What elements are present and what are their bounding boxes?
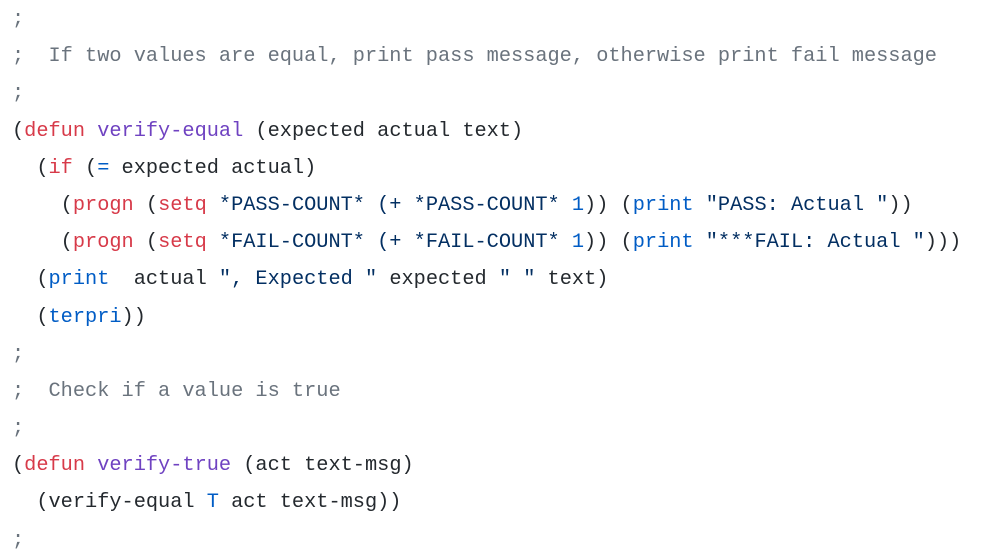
text-token: text) [535,268,609,292]
text-token: actual [109,268,219,292]
function-name-token: verify-true [97,454,232,478]
comment-token: ; [12,8,25,31]
keyword-token: setq [158,193,207,217]
text-token: ( [12,231,73,255]
number-token: 1 [571,231,585,255]
code-line: (if (= expected actual) [12,150,961,187]
builtin-token: = [97,156,110,180]
comment-token: ; Check if a value is true [12,379,341,403]
string-token: *FAIL-COUNT* (+ *FAIL-COUNT* [206,231,572,255]
function-name-token: verify-equal [97,119,244,143]
text-token: ( [12,156,49,180]
text-token: ( [72,156,98,180]
string-token: ", Expected " [218,268,378,292]
code-line: (progn (setq *FAIL-COUNT* (+ *FAIL-COUNT… [12,224,962,261]
text-token [85,120,97,143]
text-token: (verify-equal [12,491,207,515]
comment-token: ; [12,528,25,552]
text-token: expected actual) [109,156,317,180]
code-line: ; [12,336,961,373]
builtin-token: terpri [48,305,122,329]
code-line: (print actual ", Expected " expected " "… [12,261,961,298]
code-line: (verify-equal T act text-msg)) [12,484,961,521]
text-token: )) ( [584,193,633,217]
text-token [85,454,97,477]
comment-token: ; [12,82,25,106]
comment-token: ; [12,342,25,366]
string-token: "PASS: Actual " [693,193,889,217]
text-token: (expected actual text) [243,119,524,143]
code-line: ; [12,75,961,112]
code-line: (defun verify-equal (expected actual tex… [12,113,961,150]
string-token: " " [498,268,536,292]
keyword-token: if [48,156,73,180]
string-token: "***FAIL: Actual " [693,231,925,255]
text-token: )) [121,305,146,329]
code-line: (terpri)) [12,299,961,336]
keyword-token: progn [72,193,134,217]
text-token: (act text-msg) [231,454,414,478]
code-block: ; ; If two values are equal, print pass m… [12,0,961,559]
comment-token: ; If two values are equal, print pass me… [12,45,937,69]
text-token: act text-msg)) [218,491,402,515]
comment-token: ; [12,417,25,441]
text-token: )) ( [584,231,633,255]
code-line: ; [12,522,961,559]
keyword-token: defun [24,119,86,143]
builtin-token: T [206,491,219,515]
text-token: ( [133,231,159,255]
text-token: ( [12,305,49,329]
code-line: (progn (setq *PASS-COUNT* (+ *PASS-COUNT… [12,187,961,224]
text-token: ( [133,193,159,217]
builtin-token: print [632,193,694,217]
text-token: )) [888,193,913,217]
number-token: 1 [571,193,585,217]
text-token: ))) [924,231,962,255]
code-line: ; Check if a value is true [12,373,961,410]
code-line: ; If two values are equal, print pass me… [12,38,961,75]
code-line: ; [12,1,961,38]
keyword-token: progn [72,231,134,255]
text-token: expected [377,268,499,292]
text-token: ( [12,119,25,143]
builtin-token: print [632,231,694,255]
text-token: ( [12,268,49,292]
code-line: (defun verify-true (act text-msg) [12,447,961,484]
text-token: ( [12,454,25,478]
text-token: ( [12,193,73,217]
keyword-token: defun [24,454,86,478]
code-line: ; [12,410,961,447]
builtin-token: print [48,268,110,292]
keyword-token: setq [158,231,207,255]
string-token: *PASS-COUNT* (+ *PASS-COUNT* [206,193,572,217]
